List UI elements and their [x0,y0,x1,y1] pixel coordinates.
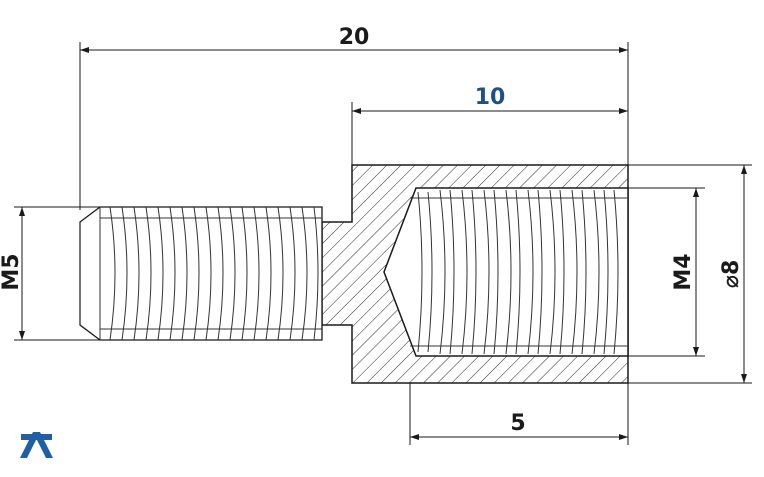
overall-length-label: 20 [339,25,370,50]
body-length-label: 10 [475,85,506,110]
dimension-overall-length [79,42,629,210]
dimension-thread-depth [409,383,629,445]
body-section [321,164,629,384]
outer-diameter-label: ⌀8 [719,260,744,289]
female-thread-label: M4 [671,253,696,290]
internal-thread [410,189,628,355]
dimension-male-thread [14,206,100,341]
male-thread-stud [79,206,323,341]
dimension-female-thread [628,187,705,357]
brand-logo-icon [20,432,53,458]
male-thread-label: M5 [0,253,24,290]
dimension-body-length [351,102,628,165]
thread-depth-label: 5 [510,411,525,436]
dimension-outer-diameter [628,164,752,384]
